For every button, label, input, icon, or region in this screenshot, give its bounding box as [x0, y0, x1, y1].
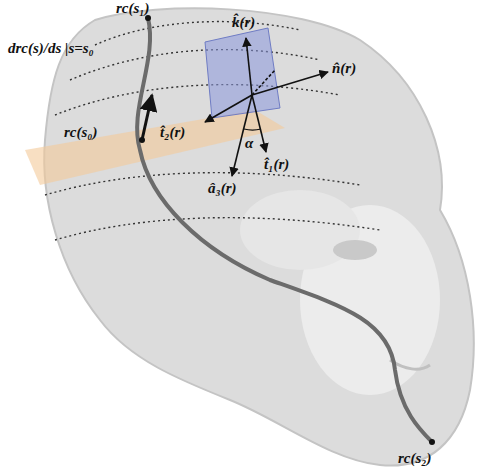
angle-label: α	[245, 135, 253, 152]
tangent-plane	[205, 28, 280, 118]
head-outline	[44, 8, 474, 465]
point-label: rc(s₀)	[64, 124, 98, 141]
frame-vectors	[205, 38, 328, 176]
centerline-curve	[137, 18, 432, 442]
point-label: rc(s₂)	[398, 450, 432, 467]
angle-arc	[244, 129, 261, 130]
vector-label: n̂(r)	[332, 60, 356, 77]
point-label: rc(s₁)	[116, 0, 150, 17]
vector-label: â₃(r)	[208, 180, 237, 197]
derivative-label: drc(s)/ds |s=s₀	[8, 40, 94, 57]
eye-shadow	[333, 240, 377, 260]
vector-label: k̂(r)	[232, 14, 255, 31]
vector-label: t̂₁(r)	[264, 156, 289, 173]
vector-label: t̂₂(r)	[160, 124, 185, 141]
curve-endpoint	[429, 439, 435, 445]
tangent-arrow	[142, 95, 152, 140]
